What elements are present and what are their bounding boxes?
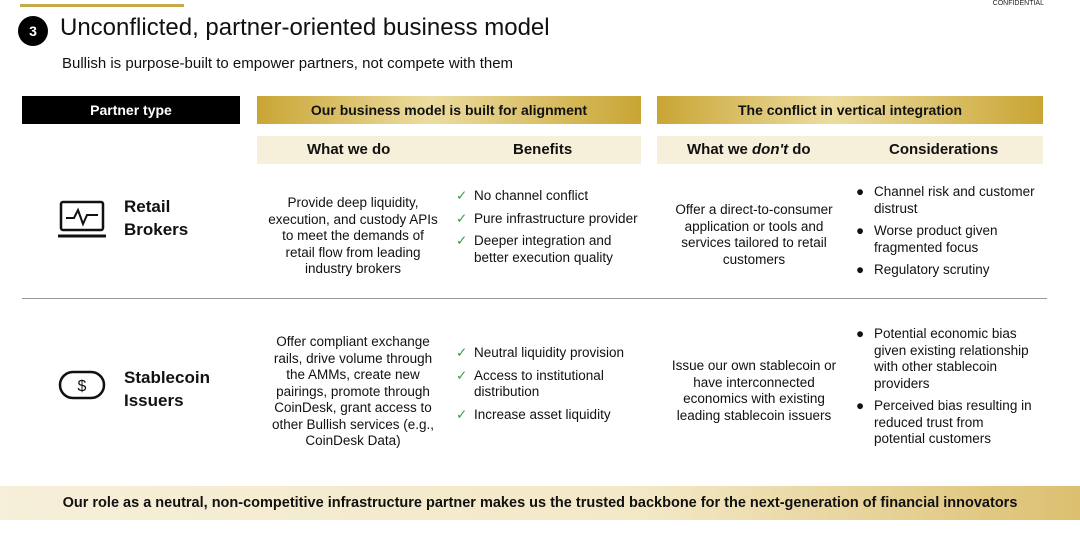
text: do — [788, 141, 811, 158]
considerations-list-retail: ● Channel risk and customer distrust ● Wor… — [856, 184, 1036, 285]
list-item: ✓ Neutral liquidity provision — [456, 345, 646, 362]
dollar-coin-icon: $ — [58, 370, 106, 405]
list-item: ✓ Pure infrastructure provider — [456, 211, 646, 228]
list-item: ✓ No channel conflict — [456, 188, 646, 205]
dont-do-retail: Offer a direct-to-consumer application o… — [675, 202, 833, 267]
accent-bar — [20, 4, 184, 7]
list-item: ● Worse product given fragmented focus — [856, 223, 1036, 256]
page-subtitle: Bullish is purpose-built to empower part… — [62, 55, 514, 72]
what-we-do-retail: Provide deep liquidity, execution, and c… — [268, 195, 438, 276]
check-icon: ✓ — [456, 188, 468, 203]
text-italic: don't — [752, 141, 789, 158]
header-alignment: Our business model is built for alignmen… — [257, 96, 641, 124]
text: Perceived bias resulting in reduced trus… — [874, 398, 1032, 446]
subheader-alignment: What we do Benefits — [257, 136, 641, 164]
list-item: ● Regulatory scrutiny — [856, 262, 1036, 279]
text: Worse product given fragmented focus — [874, 223, 998, 255]
bullet-icon: ● — [856, 223, 865, 238]
text: Regulatory scrutiny — [874, 262, 990, 277]
check-icon: ✓ — [456, 345, 468, 360]
col-benefits: Benefits — [513, 141, 573, 158]
text: Pure infrastructure provider — [474, 210, 638, 226]
text: No channel conflict — [474, 188, 589, 203]
text: Deeper integration and better execution … — [474, 233, 613, 265]
list-item: ✓ Access to institutional distribution — [456, 368, 646, 401]
benefits-list-stablecoin: ✓ Neutral liquidity provision ✓ Access to … — [456, 345, 646, 429]
list-item: ✓ Increase asset liquidity — [456, 407, 646, 424]
list-item: ● Potential economic bias given existing … — [856, 326, 1036, 392]
col-what-we-do: What we do — [307, 141, 391, 158]
list-item: ✓ Deeper integration and better execution… — [456, 233, 646, 266]
header-conflict: The conflict in vertical integration — [657, 96, 1043, 124]
check-icon: ✓ — [456, 233, 468, 248]
row-name-stablecoin-issuers: Stablecoin Issuers — [124, 368, 210, 410]
considerations-list-stablecoin: ● Potential economic bias given existing … — [856, 326, 1036, 454]
section-number-badge: 3 — [18, 16, 48, 46]
svg-text:$: $ — [78, 378, 87, 395]
check-icon: ✓ — [456, 367, 468, 383]
monitor-chart-icon — [58, 200, 106, 245]
row-name-retail-brokers: Retail Brokers — [124, 197, 189, 239]
bullet-icon: ● — [856, 262, 865, 277]
text: Channel risk and customer distrust — [874, 184, 1035, 216]
col-considerations: Considerations — [889, 141, 999, 158]
row-divider — [22, 298, 1047, 299]
text: Potential economic bias given existing r… — [874, 326, 1029, 391]
subheader-conflict: What we don't do Considerations — [657, 136, 1043, 164]
benefits-list-retail: ✓ No channel conflict ✓ Pure infrastructur… — [456, 188, 646, 272]
page-title: Unconflicted, partner-oriented business … — [60, 14, 550, 41]
check-icon: ✓ — [456, 406, 468, 422]
dont-do-stablecoin: Issue our own stablecoin or have interco… — [671, 358, 837, 423]
text: Access to institutional distribution — [474, 367, 604, 400]
confidential-label: CONFIDENTIAL — [992, 0, 1044, 7]
bullet-icon: ● — [856, 326, 865, 341]
footer-banner: Our role as a neutral, non-competitive i… — [0, 486, 1080, 520]
text: What we — [687, 141, 753, 158]
list-item: ● Perceived bias resulting in reduced tru… — [856, 398, 1036, 448]
header-partner-type: Partner type — [22, 96, 240, 124]
bullet-icon: ● — [856, 398, 865, 413]
text: Increase asset liquidity — [474, 406, 611, 422]
col-what-we-dont-do: What we don't do — [687, 141, 811, 158]
text: Neutral liquidity provision — [474, 345, 625, 360]
bullet-icon: ● — [856, 184, 865, 199]
list-item: ● Channel risk and customer distrust — [856, 184, 1036, 217]
check-icon: ✓ — [456, 210, 468, 226]
what-we-do-stablecoin: Offer compliant exchange rails, drive vo… — [271, 334, 435, 448]
